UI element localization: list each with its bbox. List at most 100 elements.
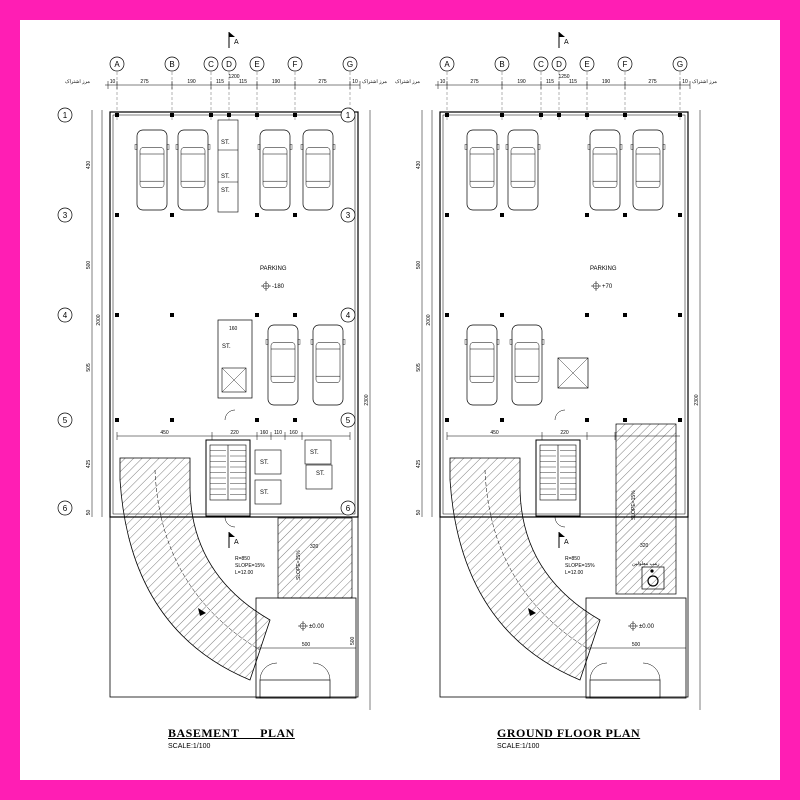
dimension-text: 425 (416, 460, 422, 469)
car-icon (505, 129, 541, 211)
dimension-text: 450 (490, 430, 499, 436)
grid-bubble-label: A (444, 60, 450, 69)
wheelchair-wheel (647, 575, 659, 587)
dimension-text: 450 (160, 430, 169, 436)
storage-label: ST. (260, 490, 269, 496)
grid-bubble-label: B (169, 60, 174, 69)
grid-bubble-label: D (226, 60, 232, 69)
gate-swing (259, 662, 278, 681)
storage-label: ST. (310, 450, 319, 456)
grid-bubble-circle (533, 56, 549, 72)
wheelchair-icon (641, 566, 665, 590)
entry-depth: 500 (350, 636, 356, 645)
grid-bubble: 4 (340, 307, 356, 323)
ramp-direction-arrow (198, 608, 206, 616)
grid-bubble-label: A (114, 60, 120, 69)
structural-column (115, 113, 119, 117)
grid-bubble: F (287, 56, 303, 72)
entrance-gate (589, 679, 661, 699)
grid-bubble: 3 (340, 207, 356, 223)
car-icon (134, 129, 170, 211)
structural-column (585, 113, 589, 117)
structural-column (255, 313, 259, 317)
stair-core-wall (205, 439, 251, 517)
car-body (589, 129, 621, 211)
structural-column (585, 213, 589, 217)
entry-ramp (277, 517, 353, 599)
car-icon (587, 129, 623, 211)
grid-bubble-label: 3 (63, 211, 68, 220)
ramp-note: SLOPE=15% (296, 550, 302, 580)
dimension-text: 275 (648, 79, 657, 85)
level-value: ±0.00 (639, 624, 655, 630)
car-mirror (537, 144, 541, 150)
level-value: +70 (602, 284, 613, 290)
grid-bubble: D (551, 56, 567, 72)
car-mirror (257, 144, 261, 150)
grid-bubble: E (579, 56, 595, 72)
structural-column (115, 418, 119, 422)
overall-height: 2000 (96, 314, 102, 325)
section-arrow: A (558, 532, 569, 548)
car-cabin (635, 147, 661, 188)
structural-column (170, 113, 174, 117)
grid-bubble-label: 3 (346, 211, 351, 220)
car-mirror (175, 144, 179, 150)
car-cabin (305, 147, 331, 188)
car-cabin (469, 147, 495, 188)
structural-column (170, 213, 174, 217)
structural-column (209, 113, 213, 117)
structural-column (445, 313, 449, 317)
grid-bubble: 3 (57, 207, 73, 223)
structural-column (255, 418, 259, 422)
car-mirror (587, 144, 591, 150)
structural-column (500, 418, 504, 422)
curved-ramp (449, 457, 601, 681)
car-mirror (496, 339, 500, 345)
overall-height: 2300 (694, 394, 700, 405)
structural-column (445, 418, 449, 422)
dimension-text: 115 (239, 79, 247, 85)
car-cabin (315, 342, 341, 383)
structural-column (293, 213, 297, 217)
parking-label: PARKING (260, 266, 287, 272)
car-cabin (592, 147, 618, 188)
car-mirror (300, 144, 304, 150)
grid-bubble-label: C (538, 60, 544, 69)
structural-column (500, 113, 504, 117)
ramp-note: L=12.00 (565, 570, 583, 576)
car-body (267, 324, 299, 406)
car-icon (464, 324, 500, 406)
car-mirror (662, 144, 666, 150)
car-icon (509, 324, 545, 406)
structural-column (623, 213, 627, 217)
grid-bubble: 4 (57, 307, 73, 323)
grid-bubble-label: 4 (346, 311, 351, 320)
grid-bubble-circle (342, 56, 358, 72)
grid-bubble: 1 (57, 107, 73, 123)
ramp-shape (119, 457, 271, 681)
grid-bubble-label: 5 (63, 416, 68, 425)
staircase (209, 444, 247, 501)
grid-bubble: B (494, 56, 510, 72)
wheelchair-box (641, 566, 665, 590)
storage-label: ST. (221, 174, 230, 180)
car-icon (257, 129, 293, 211)
dimension-text: 10 (352, 79, 358, 85)
grid-bubble-circle (551, 56, 567, 72)
structural-column (293, 418, 297, 422)
car-cabin (270, 342, 296, 383)
grid-bubble-circle (579, 56, 595, 72)
car-mirror (289, 144, 293, 150)
grid-bubble: 1 (340, 107, 356, 123)
dimension-text: 430 (86, 161, 92, 170)
structural-column (293, 113, 297, 117)
gate-swing (589, 662, 608, 681)
structural-column (557, 113, 561, 117)
entrance-gate (259, 679, 331, 699)
dimension-text: 500 (416, 261, 422, 270)
stair-core-wall (535, 439, 581, 517)
structural-column (115, 313, 119, 317)
storage-label: ST. (222, 344, 231, 350)
car-body (507, 129, 539, 211)
